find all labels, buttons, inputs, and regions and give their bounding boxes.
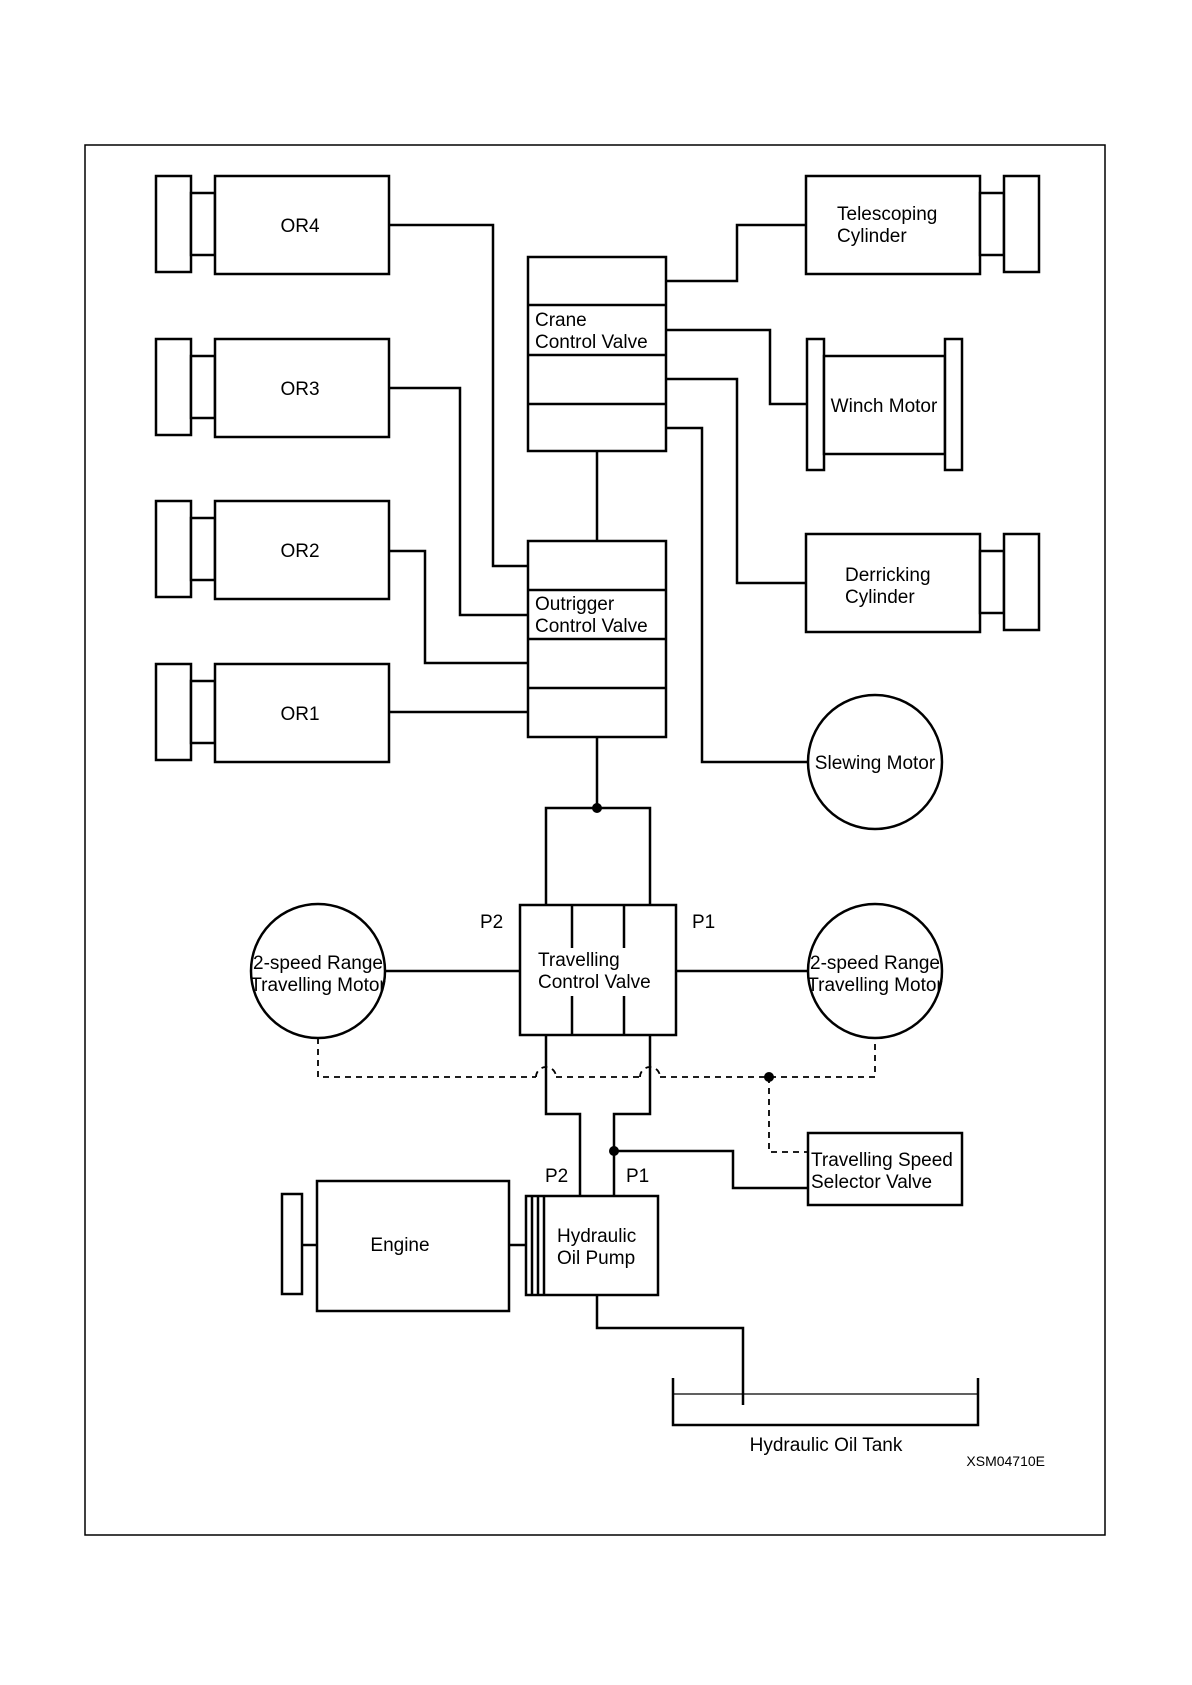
junction-dot-pilot — [764, 1072, 774, 1082]
drawing-code: XSM04710E — [966, 1453, 1045, 1469]
or4-label: OR4 — [280, 216, 320, 237]
tank-label: Hydraulic Oil Tank — [750, 1435, 903, 1456]
outrigger-cylinder-or2: OR2 — [154, 499, 391, 601]
travel-motor-right-line1: 2-speed Range — [810, 953, 940, 974]
or2-label: OR2 — [280, 541, 319, 562]
outrigger-valve-label-line2: Control Valve — [535, 616, 648, 637]
telescoping-label-line1: Telescoping — [837, 204, 937, 225]
outrigger-valve-label-line1: Outrigger — [535, 594, 615, 615]
telescoping-label-line2: Cylinder — [837, 226, 907, 247]
speed-selector-label-line1: Travelling Speed — [811, 1150, 953, 1171]
engine-label: Engine — [370, 1235, 429, 1256]
winch-label: Winch Motor — [831, 396, 938, 417]
frame-border — [84, 144, 1106, 1536]
outrigger-cylinder-or3: OR3 — [154, 337, 391, 439]
derricking-label-line2: Cylinder — [845, 587, 915, 608]
slewing-motor: Slewing Motor — [806, 693, 944, 831]
port-p1-lower: P1 — [626, 1166, 649, 1187]
crane-valve-label-line2: Control Valve — [535, 332, 648, 353]
travel-motor-left-line2: Travelling Motor — [250, 975, 386, 996]
derricking-cylinder: Derricking Cylinder — [804, 532, 1041, 634]
port-p2-upper: P2 — [480, 912, 503, 933]
travelling-motor-left: 2-speed Range Travelling Motor — [249, 902, 386, 1040]
hydraulic-oil-pump: Hydraulic Oil Pump — [509, 1194, 660, 1297]
outrigger-cylinder-or1: OR1 — [154, 662, 391, 764]
engine: Engine — [280, 1179, 511, 1313]
outrigger-control-valve: Outrigger Control Valve — [526, 539, 668, 739]
outrigger-cylinder-or4: OR4 — [154, 174, 391, 276]
speed-selector-label-line2: Selector Valve — [811, 1172, 932, 1193]
telescoping-cylinder: Telescoping Cylinder — [804, 174, 1041, 276]
travel-motor-right-line2: Travelling Motor — [807, 975, 943, 996]
travelling-motor-right: 2-speed Range Travelling Motor — [806, 902, 943, 1040]
pump-label-line2: Oil Pump — [557, 1248, 635, 1269]
hydraulic-oil-tank: Hydraulic Oil Tank — [671, 1378, 980, 1456]
junction-dot-lower — [609, 1146, 619, 1156]
travel-motor-left-line1: 2-speed Range — [253, 953, 383, 974]
port-p1-upper: P1 — [692, 912, 715, 933]
travelling-valve-label-line2: Control Valve — [538, 972, 651, 993]
travelling-speed-selector-valve: Travelling Speed Selector Valve — [806, 1131, 964, 1207]
hydraulic-lines — [389, 223, 808, 905]
slewing-label: Slewing Motor — [815, 753, 936, 774]
or1-label: OR1 — [280, 704, 319, 725]
winch-motor: Winch Motor — [805, 337, 964, 472]
junction-dot-upper — [592, 803, 602, 813]
travelling-control-valve: Travelling Control Valve — [518, 903, 678, 1037]
derricking-label-line1: Derricking — [845, 565, 931, 586]
crane-valve-label-line1: Crane — [535, 310, 587, 331]
pump-label-line1: Hydraulic — [557, 1226, 636, 1247]
or3-label: OR3 — [280, 379, 319, 400]
pilot-lines — [317, 1038, 876, 1153]
port-p2-lower: P2 — [545, 1166, 568, 1187]
crane-control-valve: Crane Control Valve — [526, 255, 668, 453]
travelling-valve-label-line1: Travelling — [538, 950, 620, 971]
